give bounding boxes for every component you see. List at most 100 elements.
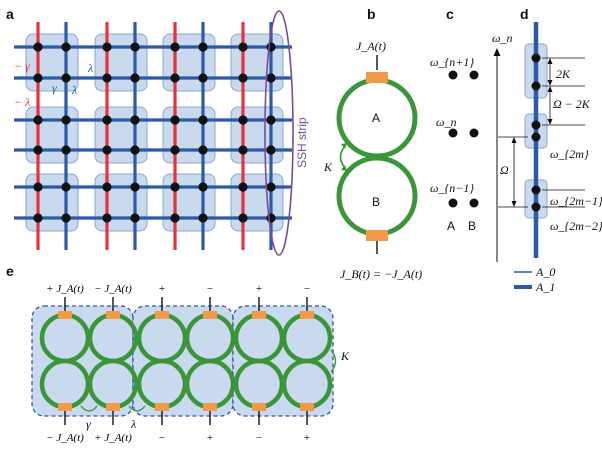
coupling-arrow: [339, 145, 346, 169]
lattice-node-5-0: [33, 213, 43, 223]
coupling-k-label: K: [323, 160, 333, 174]
coupling-arrowhead-top: [341, 143, 347, 149]
ring-a-label: A: [372, 111, 380, 125]
panel-c-levels: [448, 48, 501, 262]
gap-om2k-arrowhead-top: [547, 86, 553, 92]
e-top-sign-1: − J_A(t): [94, 283, 132, 295]
lattice-node-3-2: [102, 145, 112, 155]
lattice-node-0-0: [33, 42, 43, 52]
lattice-node-2-0: [33, 115, 43, 125]
label-minus-gamma: − γ: [14, 59, 30, 73]
e-top-sign-4: +: [256, 283, 262, 295]
col-b-label: B: [468, 219, 476, 233]
lattice-node-1-4: [170, 73, 180, 83]
lattice-node-3-4: [170, 145, 180, 155]
lattice-node-0-4: [170, 42, 180, 52]
e-k-arrow: [330, 349, 337, 373]
e-port-bottom-0: [58, 403, 72, 411]
lattice-node-4-0: [33, 182, 43, 192]
lattice-node-3-0: [33, 145, 43, 155]
e-port-bottom-2: [155, 403, 169, 411]
unit-cell-1-2: [162, 106, 216, 164]
e-port-top-2: [155, 311, 169, 319]
gap-2k-arrowhead-top: [547, 58, 553, 64]
omega-gap-label: Ω: [500, 163, 509, 177]
e-port-bottom-3: [203, 403, 217, 411]
e-bottom-sign-2: −: [159, 432, 165, 444]
e-port-bottom-4: [252, 403, 266, 411]
coupling-arrowhead-bottom: [341, 165, 347, 171]
lattice-node-2-2: [102, 115, 112, 125]
e-bottom-sign-3: +: [207, 432, 213, 444]
lattice-node-2-6: [238, 115, 248, 125]
label-minus-lambda: − λ: [14, 95, 30, 109]
e-gamma-label: γ: [86, 417, 91, 431]
lattice-node-4-4: [170, 182, 180, 192]
e-port-top-4: [252, 311, 266, 319]
e-port-bottom-5: [300, 403, 314, 411]
e-top-sign-3: −: [207, 283, 213, 295]
lattice-node-4-3: [130, 182, 140, 192]
unit-group-1: [132, 305, 234, 417]
drive-port-bottom: [366, 230, 388, 241]
e-port-bottom-1: [106, 403, 120, 411]
lattice-node-2-3: [130, 115, 140, 125]
lattice-node-0-1: [61, 42, 71, 52]
lattice-node-0-3: [130, 42, 140, 52]
gap-om2k-arrowhead-bottom: [547, 119, 553, 125]
panel-c-label: c: [446, 6, 454, 22]
level-2m-minus-2: ω_{2m−2}: [550, 219, 602, 233]
omega-axis-arrowhead: [493, 48, 501, 56]
lattice-node-3-1: [61, 145, 71, 155]
spectrum-dot-3: [531, 132, 541, 142]
lattice-node-0-5: [198, 42, 208, 52]
lattice-node-2-1: [61, 115, 71, 125]
label-lambda: λ: [87, 61, 93, 75]
lattice-node-5-2: [102, 213, 112, 223]
ring-b-label: B: [372, 195, 380, 209]
panel-e-labels: + J_A(t)− J_A(t)− J_A(t)+ J_A(t)+−−++−−+: [46, 283, 310, 444]
gap-2k-label: 2K: [556, 67, 571, 81]
level-n-minus-1: ω_{n−1}: [430, 181, 474, 195]
lattice-node-5-4: [170, 213, 180, 223]
panel-b-label: b: [367, 6, 376, 22]
lattice-node-3-3: [130, 145, 140, 155]
lattice-node-2-5: [198, 115, 208, 125]
lattice-node-4-1: [61, 182, 71, 192]
lattice-node-3-6: [238, 145, 248, 155]
e-top-sign-0: + J_A(t): [46, 283, 84, 295]
e-lambda-arrow: [128, 405, 146, 412]
e-port-top-3: [203, 311, 217, 319]
level-n: ω_n: [436, 115, 456, 129]
spectrum-dot-5: [531, 202, 541, 212]
unit-cell-2-2: [162, 173, 216, 232]
col-a-label: A: [447, 219, 455, 233]
omega-arrowhead-bottom: [511, 201, 517, 207]
lattice-node-3-5: [198, 145, 208, 155]
lattice-node-1-7: [266, 73, 276, 83]
spectrum-dot-1: [531, 81, 541, 91]
lattice-node-1-1: [61, 73, 71, 83]
omega-axis-label: ω_n: [492, 31, 512, 45]
e-port-top-5: [300, 311, 314, 319]
level-dot-a-n: [448, 128, 458, 138]
ssh-strip-label: SSH strip: [295, 117, 309, 168]
drive-bottom-label: J_B(t) = −J_A(t): [340, 267, 422, 281]
e-port-top-1: [106, 311, 120, 319]
lattice-node-1-2: [102, 73, 112, 83]
level-2m-minus-1: ω_{2m−1}: [550, 194, 602, 208]
level-dot-b-n: [469, 128, 479, 138]
ssh-strip-ellipse: [264, 10, 294, 256]
lattice-node-4-2: [102, 182, 112, 192]
lattice-node-1-5: [198, 73, 208, 83]
unit-cell-2-0: [25, 173, 79, 232]
lattice-node-1-0: [33, 73, 43, 83]
panel-a-lattice: [14, 10, 294, 256]
panel-a-label: a: [6, 6, 14, 22]
lattice-node-4-7: [266, 182, 276, 192]
unit-group-0: [31, 305, 134, 417]
e-bottom-sign-4: −: [256, 432, 262, 444]
unit-cell-0-2: [162, 33, 216, 92]
e-bottom-sign-5: +: [304, 432, 310, 444]
